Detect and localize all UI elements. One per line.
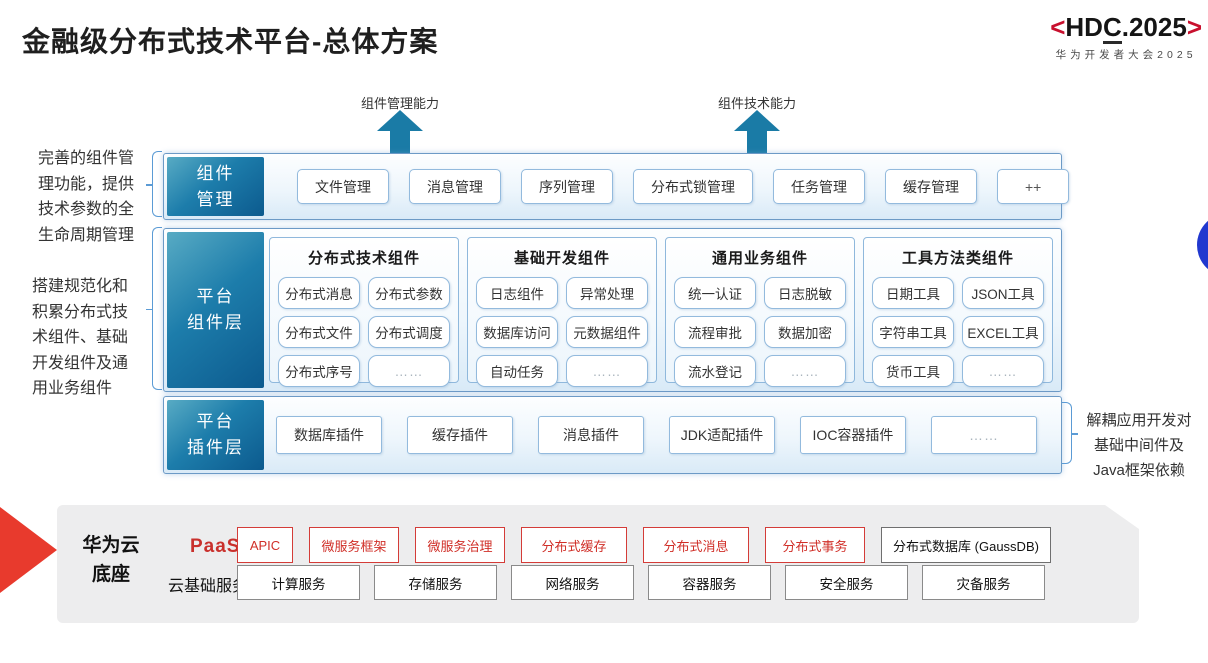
paas-item: 分布式事务 — [765, 527, 865, 563]
foundation-label: 华为云 底座 — [82, 535, 140, 585]
note-platform-components: 搭建规范化和积累分布式技术组件、基础开发组件及通用业务组件 — [32, 278, 129, 397]
cloud-basic-services-label: 云基础服务 — [168, 578, 249, 595]
component-item-more: …… — [962, 355, 1044, 387]
component-item: 日期工具 — [872, 277, 954, 309]
capability-label-tech: 组件技术能力 — [718, 96, 797, 111]
up-arrow-icon — [377, 110, 423, 159]
paas-item-gaussdb: 分布式数据库 (GaussDB) — [881, 527, 1051, 563]
capability-label-mgmt: 组件管理能力 — [361, 96, 440, 111]
cloud-service-item: 计算服务 — [237, 565, 360, 600]
bracket-left-icon — [146, 151, 162, 217]
logo-right-bracket-icon: > — [1186, 12, 1202, 42]
component-item: EXCEL工具 — [962, 316, 1044, 348]
platform-component-label: 平台 组件层 — [167, 232, 264, 388]
cloud-service-item: 容器服务 — [648, 565, 771, 600]
component-item-more: …… — [566, 355, 648, 387]
up-arrow-icon — [734, 110, 780, 159]
plugin-item: JDK适配插件 — [669, 416, 775, 454]
component-item: 数据加密 — [764, 316, 846, 348]
component-mgmt-label: 组件 管理 — [167, 157, 264, 216]
cloud-basic-services: 计算服务 存储服务 网络服务 容器服务 安全服务 灾备服务 — [237, 565, 1045, 600]
component-mgmt-items: 文件管理 消息管理 序列管理 分布式锁管理 任务管理 缓存管理 ++ — [297, 154, 1070, 219]
column-tool-methods: 工具方法类组件 日期工具 JSON工具 字符串工具 EXCEL工具 货币工具 …… — [863, 237, 1053, 387]
mgmt-item-more: ++ — [997, 169, 1070, 204]
note-decouple: 解耦应用开发对基础中间件及Java框架依赖 — [1086, 412, 1192, 479]
component-columns: 分布式技术组件 分布式消息 分布式参数 分布式文件 分布式调度 分布式序号 ……… — [269, 237, 1053, 387]
mgmt-item: 任务管理 — [773, 169, 865, 204]
plugin-item: 消息插件 — [538, 416, 644, 454]
component-item: 分布式调度 — [368, 316, 450, 348]
bracket-left-icon — [146, 227, 162, 390]
component-item-more: …… — [368, 355, 450, 387]
component-item: 分布式参数 — [368, 277, 450, 309]
hdc-logo-subtitle: 华为开发者大会2025 — [1055, 49, 1197, 62]
paas-item: 分布式消息 — [643, 527, 749, 563]
component-item: 分布式消息 — [278, 277, 360, 309]
column-common-business: 通用业务组件 统一认证 日志脱敏 流程审批 数据加密 流水登记 …… — [665, 237, 855, 387]
paas-item: 分布式缓存 — [521, 527, 627, 563]
component-item: 流水登记 — [674, 355, 756, 387]
paas-services: APIC 微服务框架 微服务治理 分布式缓存 分布式消息 分布式事务 分布式数据… — [237, 527, 1051, 563]
component-item: 元数据组件 — [566, 316, 648, 348]
component-item: 货币工具 — [872, 355, 954, 387]
paas-item: 微服务治理 — [415, 527, 505, 563]
column-distributed-tech: 分布式技术组件 分布式消息 分布式参数 分布式文件 分布式调度 分布式序号 …… — [269, 237, 459, 387]
component-item: JSON工具 — [962, 277, 1044, 309]
plugin-item: 数据库插件 — [276, 416, 382, 454]
mgmt-item: 消息管理 — [409, 169, 501, 204]
red-arrow-icon — [0, 507, 57, 593]
huawei-cloud-foundation: 华为云 底座 PaaS APIC 微服务框架 微服务治理 分布式缓存 分布式消息… — [57, 505, 1139, 623]
plugin-items: 数据库插件 缓存插件 消息插件 JDK适配插件 IOC容器插件 …… — [276, 397, 1037, 473]
mgmt-item: 文件管理 — [297, 169, 389, 204]
column-basic-dev: 基础开发组件 日志组件 异常处理 数据库访问 元数据组件 自动任务 …… — [467, 237, 657, 387]
cloud-service-item: 灾备服务 — [922, 565, 1045, 600]
component-item: 统一认证 — [674, 277, 756, 309]
logo-left-bracket-icon: < — [1050, 12, 1066, 42]
component-item: 字符串工具 — [872, 316, 954, 348]
component-item: 分布式文件 — [278, 316, 360, 348]
component-item: 日志脱敏 — [764, 277, 846, 309]
paas-item: 微服务框架 — [309, 527, 399, 563]
paas-label: PaaS — [190, 536, 241, 557]
component-item: 自动任务 — [476, 355, 558, 387]
component-item: 数据库访问 — [476, 316, 558, 348]
mgmt-item: 分布式锁管理 — [633, 169, 753, 204]
page-title: 金融级分布式技术平台-总体方案 — [22, 26, 439, 57]
component-item: 异常处理 — [566, 277, 648, 309]
component-item: 分布式序号 — [278, 355, 360, 387]
note-component-mgmt: 完善的组件管理功能，提供技术参数的全生命周期管理 — [38, 150, 135, 244]
plugin-item-more: …… — [931, 416, 1037, 454]
component-item: 流程审批 — [674, 316, 756, 348]
cloud-service-item: 存储服务 — [374, 565, 497, 600]
plugin-item: 缓存插件 — [407, 416, 513, 454]
platform-plugin-row: 平台 插件层 数据库插件 缓存插件 消息插件 JDK适配插件 IOC容器插件 …… — [163, 396, 1062, 474]
plugin-item: IOC容器插件 — [800, 416, 906, 454]
platform-component-row: 平台 组件层 分布式技术组件 分布式消息 分布式参数 分布式文件 分布式调度 分… — [163, 228, 1062, 392]
mgmt-item: 序列管理 — [521, 169, 613, 204]
cloud-service-item: 安全服务 — [785, 565, 908, 600]
component-mgmt-row: 组件 管理 文件管理 消息管理 序列管理 分布式锁管理 任务管理 缓存管理 ++ — [163, 153, 1070, 220]
hdc-logo-text: <HDC.2025> — [1050, 12, 1202, 45]
cloud-service-item: 网络服务 — [511, 565, 634, 600]
hdc-logo: <HDC.2025> 华为开发者大会2025 — [1050, 12, 1202, 62]
paas-item: APIC — [237, 527, 293, 563]
component-item: 日志组件 — [476, 277, 558, 309]
blue-circle-decoration — [1197, 213, 1208, 277]
platform-plugin-label: 平台 插件层 — [167, 400, 264, 470]
mgmt-item: 缓存管理 — [885, 169, 977, 204]
component-item-more: …… — [764, 355, 846, 387]
bracket-right-icon — [1062, 402, 1078, 464]
